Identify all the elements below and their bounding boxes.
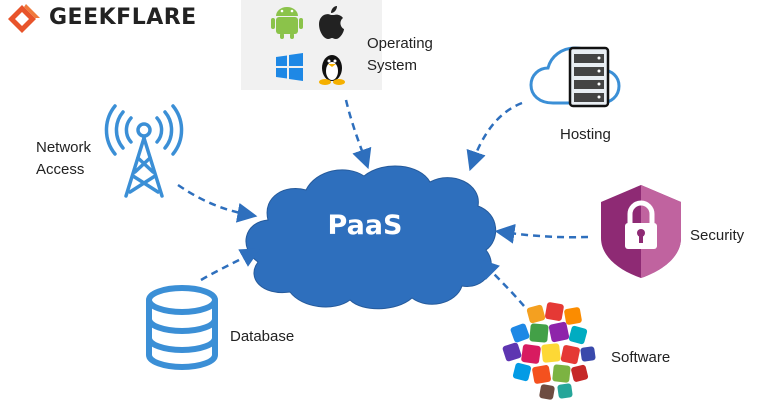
arrow-network [177,183,258,223]
arrow-os [344,99,372,170]
geekflare-logo-icon [8,4,40,33]
shield-lock-icon [601,185,681,278]
security-label: Security [690,227,745,244]
antenna-tower-icon [104,104,184,198]
software-label: Software [611,349,671,366]
apple-icon [319,6,344,39]
paas-cloud [245,165,497,310]
arrow-hosting [466,101,523,172]
arrow-database [200,248,261,282]
app-icons-cluster [502,302,596,400]
operating-system-panel [241,0,382,90]
connector-arrows [177,99,589,307]
brand-name: GEEKFLARE [49,5,197,30]
arrow-security [494,223,589,244]
windows-icon [276,53,303,81]
operating-system-label: Operating System [367,33,433,77]
linux-icon [319,55,345,85]
network-access-label-line2: Access [36,161,85,178]
arrow-software [478,258,525,307]
operating-system-label-line2: System [367,57,418,74]
paas-label: PaaS [327,210,403,241]
network-access-label-line1: Network [36,139,92,156]
android-icon [271,7,303,39]
network-access-label: Network Access [36,137,91,181]
database-icon [146,285,218,370]
operating-system-label-line1: Operating [367,35,433,52]
database-label: Database [230,328,295,345]
server-cloud-icon [529,46,621,108]
hosting-label: Hosting [560,126,611,143]
